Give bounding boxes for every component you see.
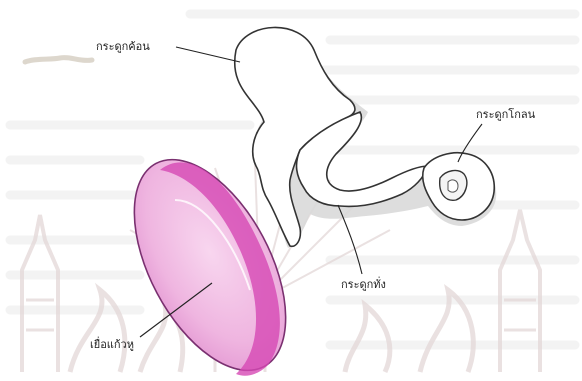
eardrum-label: เยื่อแก้วหู	[90, 338, 134, 351]
stapes-inner	[448, 180, 458, 192]
stapes-label: กระดูกโกลน	[476, 108, 535, 121]
incus-label: กระดูกทั่ง	[341, 278, 386, 291]
scribble-mark	[25, 58, 92, 62]
malleus-label: กระดูกค้อน	[96, 40, 150, 53]
leader-line-malleus	[176, 47, 240, 62]
ossicle-chain	[235, 27, 497, 248]
